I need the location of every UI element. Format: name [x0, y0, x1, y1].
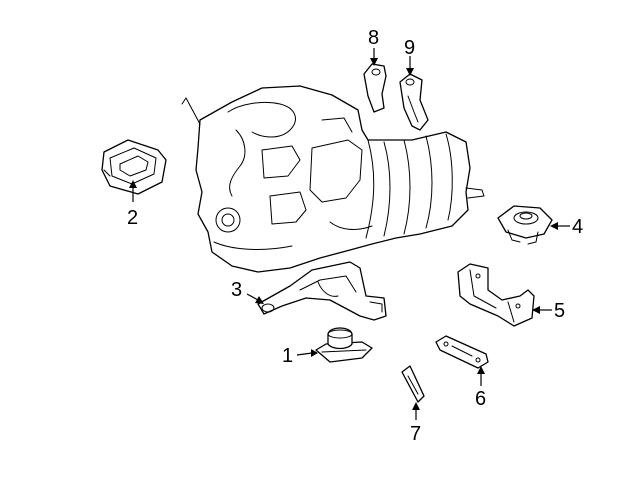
callout-7: 7 — [410, 423, 421, 445]
part-9-bracket — [399, 73, 429, 131]
part-7-strap — [401, 365, 425, 403]
part-6-plate — [435, 335, 489, 369]
callout-8: 8 — [368, 27, 379, 49]
callout-4: 4 — [572, 216, 583, 238]
part-4-rear-mount — [497, 205, 553, 245]
callout-2: 2 — [127, 207, 138, 229]
callout-3: 3 — [231, 279, 242, 301]
part-3-crossmember — [257, 261, 387, 321]
engine-transmission-assembly — [181, 85, 485, 273]
part-5-bracket — [457, 263, 535, 327]
part-8-bracket — [363, 63, 387, 113]
leader-lines — [129, 48, 570, 420]
callout-6: 6 — [475, 388, 486, 410]
callout-labels: 1 2 3 4 5 6 7 8 9 — [127, 27, 583, 445]
callout-9: 9 — [404, 37, 415, 59]
callout-5: 5 — [554, 300, 565, 322]
part-2-transmission-mount — [101, 139, 167, 195]
part-1-engine-mount — [315, 327, 373, 363]
callout-1: 1 — [282, 345, 293, 367]
